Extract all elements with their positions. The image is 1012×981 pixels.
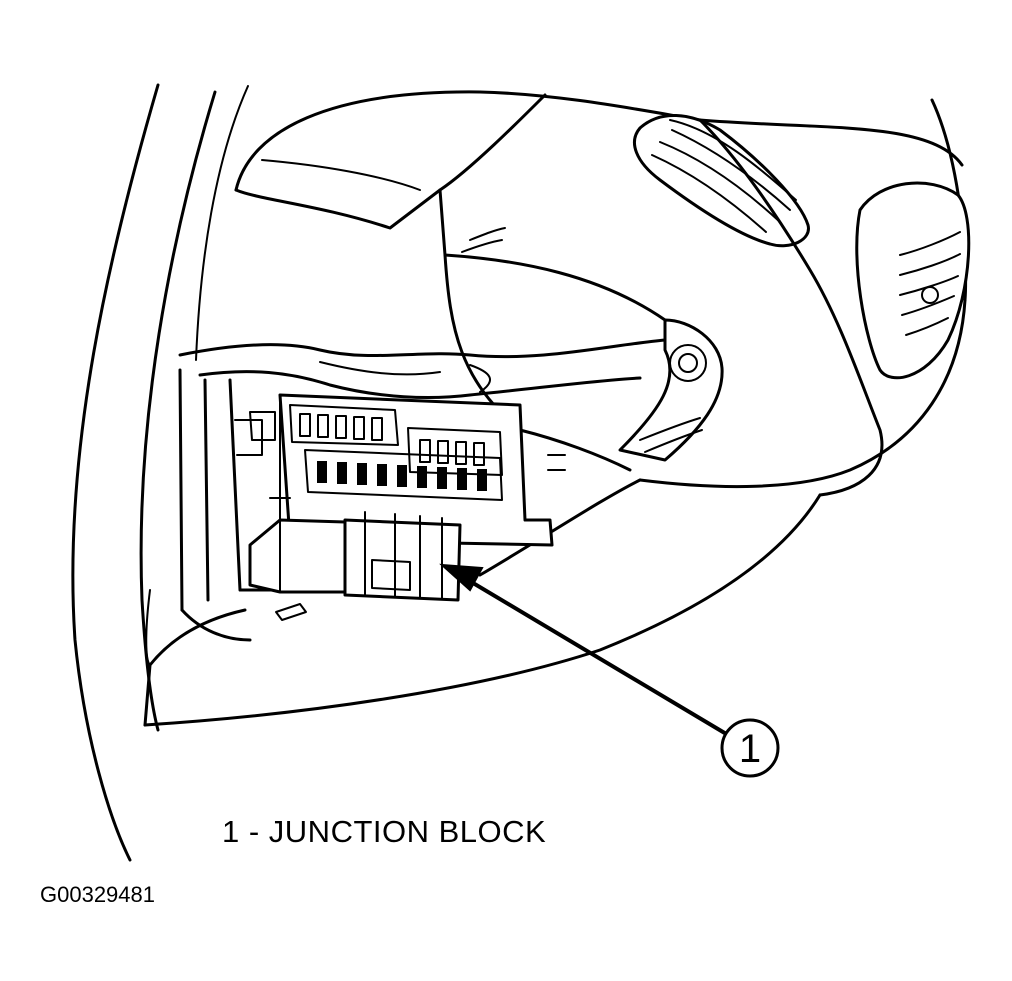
legend-item-1: 1 - JUNCTION BLOCK bbox=[222, 814, 547, 849]
side-air-vent bbox=[855, 181, 971, 380]
dashboard-top bbox=[234, 90, 968, 302]
junction-block bbox=[249, 393, 566, 547]
wiring-harness bbox=[178, 338, 667, 472]
mounting-bracket bbox=[618, 318, 724, 462]
a-pillar-outline bbox=[71, 83, 249, 862]
dash-vent-top bbox=[633, 114, 810, 248]
callout-leader-arrow bbox=[439, 563, 730, 737]
figure-id: G00329481 bbox=[40, 882, 155, 907]
fuse-row-upper bbox=[299, 413, 485, 466]
callout-1: 1 bbox=[720, 718, 780, 778]
junction-block-connectors bbox=[248, 511, 462, 621]
callout-1-number: 1 bbox=[739, 727, 761, 771]
fuse-row-lower bbox=[317, 461, 487, 491]
lower-dash-panel bbox=[143, 118, 967, 727]
